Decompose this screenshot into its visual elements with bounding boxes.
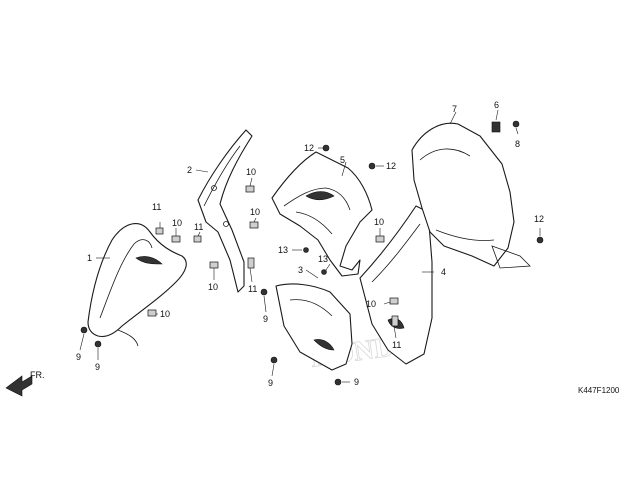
callout-10: 10 bbox=[246, 167, 256, 177]
part-7-rear-panel[interactable] bbox=[411, 122, 531, 269]
bolt-12[interactable] bbox=[536, 236, 544, 244]
callout-5: 5 bbox=[340, 155, 345, 165]
screw-9[interactable] bbox=[270, 356, 278, 364]
callouts: 1 2 3 4 5 6 7 8 9 9 9 9 9 10 10 10 10 10… bbox=[76, 100, 544, 388]
callout-13: 13 bbox=[278, 245, 288, 255]
clip-10[interactable] bbox=[375, 235, 385, 243]
callout-11: 11 bbox=[152, 202, 161, 212]
callout-10: 10 bbox=[208, 282, 218, 292]
callout-13: 13 bbox=[318, 254, 328, 264]
grommet-6[interactable] bbox=[491, 121, 501, 133]
diagram-code: K447F1200 bbox=[578, 386, 620, 395]
leader-lines bbox=[79, 109, 541, 383]
bolt-12[interactable] bbox=[368, 162, 376, 170]
callout-4: 4 bbox=[441, 267, 446, 277]
callout-9: 9 bbox=[263, 314, 268, 324]
callout-10: 10 bbox=[250, 207, 260, 217]
callout-10: 10 bbox=[160, 309, 170, 319]
front-marker: FR. bbox=[5, 370, 45, 397]
screw-9[interactable] bbox=[334, 378, 342, 386]
clip-11[interactable] bbox=[155, 227, 164, 235]
clip-10[interactable] bbox=[147, 309, 157, 317]
callout-2: 2 bbox=[187, 165, 192, 175]
callout-9: 9 bbox=[268, 378, 273, 388]
clip-10[interactable] bbox=[171, 235, 181, 243]
callout-12: 12 bbox=[386, 161, 396, 171]
fasteners bbox=[80, 120, 544, 386]
callout-8: 8 bbox=[515, 139, 520, 149]
callout-10: 10 bbox=[374, 217, 384, 227]
callout-1: 1 bbox=[87, 253, 92, 263]
part-1-front-cowl[interactable] bbox=[87, 223, 187, 347]
clip-10[interactable] bbox=[249, 221, 259, 229]
callout-12: 12 bbox=[304, 143, 314, 153]
screw-9[interactable] bbox=[94, 340, 102, 348]
callout-11: 11 bbox=[248, 284, 257, 294]
clip-10[interactable] bbox=[245, 185, 255, 193]
callout-11: 11 bbox=[392, 340, 401, 350]
part-4-side-cowl[interactable] bbox=[359, 205, 433, 365]
callout-9: 9 bbox=[95, 362, 100, 372]
callout-10: 10 bbox=[172, 218, 182, 228]
screw-9[interactable] bbox=[260, 288, 268, 296]
clip-10[interactable] bbox=[389, 297, 399, 305]
callout-10: 10 bbox=[366, 299, 376, 309]
screw-9[interactable] bbox=[80, 326, 88, 334]
front-marker-label: FR. bbox=[30, 370, 45, 380]
part-2-inner-stay[interactable] bbox=[197, 129, 253, 293]
callout-7: 7 bbox=[452, 104, 457, 114]
clip-11[interactable] bbox=[391, 315, 399, 327]
bolt-8[interactable] bbox=[512, 120, 520, 128]
callout-9: 9 bbox=[354, 377, 359, 387]
callout-6: 6 bbox=[494, 100, 499, 110]
clip-11[interactable] bbox=[193, 235, 202, 243]
callout-11: 11 bbox=[194, 222, 203, 232]
part-5-center-duct[interactable] bbox=[271, 151, 373, 277]
clip-10[interactable] bbox=[209, 261, 219, 269]
part-3-lower-panel[interactable] bbox=[275, 283, 353, 371]
callout-9: 9 bbox=[76, 352, 81, 362]
screw-13[interactable] bbox=[303, 247, 309, 253]
clip-11[interactable] bbox=[247, 257, 255, 269]
screw-13[interactable] bbox=[321, 269, 327, 275]
callout-12: 12 bbox=[534, 214, 544, 224]
callout-3: 3 bbox=[298, 265, 303, 275]
